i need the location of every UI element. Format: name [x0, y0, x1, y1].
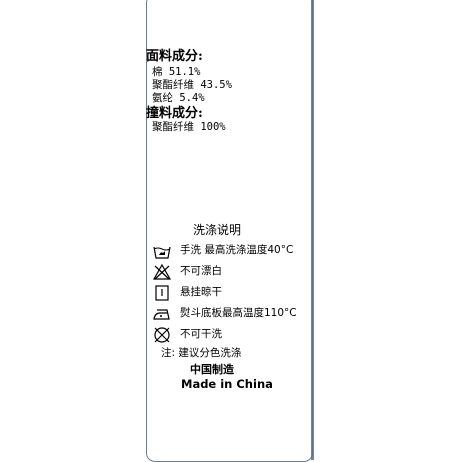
- care-hand-wash-text: 手洗 最高洗涤温度40°C: [180, 244, 294, 256]
- care-line-dry-text: 悬挂晾干: [180, 286, 222, 298]
- care-title: 洗涤说明: [193, 223, 242, 237]
- fabric-item-spandex: 氨纶 5.4%: [152, 92, 205, 104]
- line-dry-icon: [152, 284, 172, 302]
- care-no-dry-clean-text: 不可干洗: [180, 328, 222, 340]
- fabric-item-cotton: 棉 51.1%: [152, 66, 201, 78]
- hand-wash-icon: [152, 242, 172, 260]
- origin-cn: 中国制造: [190, 363, 234, 376]
- lining-title: 撞料成分:: [146, 106, 203, 121]
- no-dry-clean-icon: [152, 326, 172, 344]
- care-iron-text: 熨斗底板最高温度110°C: [180, 307, 297, 319]
- care-note: 注: 建议分色洗涤: [161, 347, 242, 359]
- care-no-bleach-text: 不可漂白: [180, 265, 222, 277]
- lining-item-polyester: 聚酯纤维 100%: [152, 121, 226, 133]
- care-label: [146, 0, 313, 462]
- iron-icon: [152, 305, 172, 323]
- fabric-title: 面料成分:: [146, 49, 203, 64]
- no-bleach-icon: [152, 263, 172, 281]
- label-edge: [311, 0, 314, 460]
- fabric-item-polyester: 聚酯纤维 43.5%: [152, 79, 232, 91]
- origin-en: Made in China: [181, 377, 273, 391]
